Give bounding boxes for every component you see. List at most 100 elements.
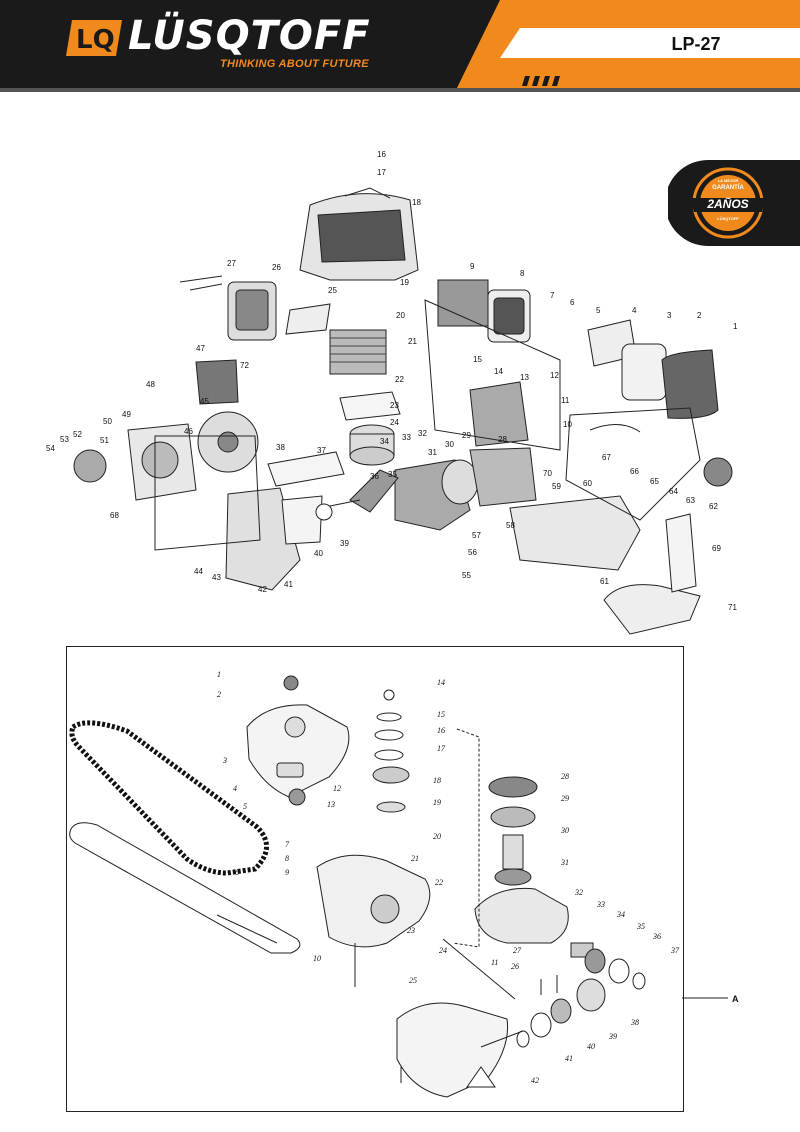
engine-part-label: 7 — [550, 291, 555, 300]
engine-part-label: 26 — [272, 263, 281, 272]
saw-part-label: 31 — [560, 858, 569, 867]
engine-part-label: 39 — [340, 539, 349, 548]
engine-part-label: 28 — [498, 435, 507, 444]
engine-part-label: 37 — [317, 446, 326, 455]
engine-exploded-diagram: 1234567891011121314151617181920212223242… — [46, 150, 738, 635]
saw-part-label: 9 — [285, 868, 289, 877]
engine-part-label: 66 — [630, 467, 639, 476]
engine-part-labels: 1234567891011121314151617181920212223242… — [46, 150, 738, 612]
engine-part-label: 11 — [561, 396, 570, 405]
saw-part-label: 27 — [513, 946, 522, 955]
saw-part-label: 40 — [587, 1042, 595, 1051]
saw-part-label: 25 — [409, 976, 417, 985]
engine-part-label: 5 — [596, 306, 601, 315]
saw-part-label: 4 — [233, 784, 237, 793]
saw-part-label: 3 — [222, 756, 227, 765]
engine-part-label: 24 — [390, 418, 399, 427]
engine-part-label: 3 — [667, 311, 672, 320]
saw-part-label: 2 — [217, 690, 221, 699]
saw-part-label: 21 — [411, 854, 419, 863]
engine-part-label: 44 — [194, 567, 203, 576]
saw-part-label: 26 — [511, 962, 519, 971]
engine-part-label: 1 — [733, 322, 738, 331]
brand-logo-icon: LQ — [66, 20, 122, 56]
saw-part-label: 38 — [630, 1018, 639, 1027]
badge-line3: 2AÑOS — [707, 197, 749, 211]
header-banner: LQ LÜSQTOFF THINKING ABOUT FUTURE LP-27 — [0, 0, 800, 92]
brand-name: LÜSQTOFF — [128, 13, 371, 59]
saw-part-label: 36 — [652, 932, 661, 941]
engine-part-label: 57 — [472, 531, 481, 540]
engine-part-label: 31 — [428, 448, 437, 457]
saw-part-label: 33 — [596, 900, 605, 909]
engine-part-label: 22 — [395, 375, 404, 384]
engine-part-label: 45 — [200, 397, 209, 406]
engine-part-label: 62 — [709, 502, 718, 511]
engine-part-label: 23 — [390, 401, 399, 410]
saw-part-label: 11 — [491, 958, 498, 967]
engine-part-label: 19 — [400, 278, 409, 287]
engine-part-label: 72 — [240, 361, 249, 370]
badge-line4: LÜSQTOFF — [717, 216, 739, 221]
engine-part-label: 41 — [284, 580, 293, 589]
engine-part-label: 47 — [196, 344, 205, 353]
engine-part-label: 56 — [468, 548, 477, 557]
saw-part-label: 42 — [531, 1076, 539, 1085]
engine-part-label: 69 — [712, 544, 721, 553]
engine-part-label: 21 — [408, 337, 417, 346]
engine-part-label: 2 — [697, 311, 702, 320]
saw-part-label: 28 — [561, 772, 569, 781]
engine-part-label: 67 — [602, 453, 611, 462]
saw-part-label: 41 — [565, 1054, 573, 1063]
engine-part-label: 36 — [370, 472, 379, 481]
saw-part-label: 18 — [433, 776, 441, 785]
warranty-badge-shape — [665, 160, 800, 246]
engine-part-label: 35 — [388, 470, 397, 479]
engine-part-label: 25 — [328, 286, 337, 295]
engine-part-label: 53 — [60, 435, 69, 444]
badge-line2: GARANTÍA — [712, 185, 744, 191]
section-a-leader — [682, 997, 728, 999]
engine-part-label: 48 — [146, 380, 155, 389]
engine-part-label: 9 — [470, 262, 475, 271]
saw-part-label: 13 — [327, 800, 335, 809]
engine-part-label: 14 — [494, 367, 503, 376]
saw-part-label: 5 — [243, 802, 247, 811]
saw-part-label: 6 — [235, 868, 239, 877]
engine-part-label: 10 — [563, 420, 572, 429]
saw-part-label: 37 — [670, 946, 680, 955]
saw-part-label: 14 — [437, 678, 445, 687]
engine-part-label: 6 — [570, 298, 575, 307]
engine-part-label: 34 — [380, 437, 389, 446]
engine-part-label: 42 — [258, 585, 267, 594]
saw-part-label: 39 — [608, 1032, 617, 1041]
engine-part-label: 27 — [227, 259, 236, 268]
engine-part-label: 46 — [184, 427, 193, 436]
saw-part-label: 19 — [433, 798, 441, 807]
saw-part-label: 30 — [560, 826, 569, 835]
saw-part-label: 34 — [616, 910, 625, 919]
warranty-badge: LA MEJOR GARANTÍA 2AÑOS LÜSQTOFF — [665, 160, 800, 246]
saw-part-label: 10 — [313, 954, 321, 963]
saw-part-label: 16 — [437, 726, 445, 735]
engine-part-label: 17 — [377, 168, 386, 177]
engine-part-label: 59 — [552, 482, 561, 491]
engine-part-label: 68 — [110, 511, 119, 520]
saw-part-label: 29 — [561, 794, 569, 803]
engine-part-label: 54 — [46, 444, 55, 453]
saw-part-label: 1 — [217, 670, 221, 679]
saw-part-label: 15 — [437, 710, 445, 719]
model-number: LP-27 — [671, 34, 721, 54]
engine-part-label: 61 — [600, 577, 609, 586]
engine-part-label: 58 — [506, 521, 515, 530]
engine-part-label: 4 — [632, 306, 637, 315]
engine-part-label: 40 — [314, 549, 323, 558]
engine-part-label: 43 — [212, 573, 221, 582]
engine-part-label: 8 — [520, 269, 525, 278]
engine-part-label: 29 — [462, 431, 471, 440]
saw-part-label: 23 — [407, 926, 415, 935]
engine-part-label: 60 — [583, 479, 592, 488]
saw-part-label: 7 — [285, 840, 290, 849]
